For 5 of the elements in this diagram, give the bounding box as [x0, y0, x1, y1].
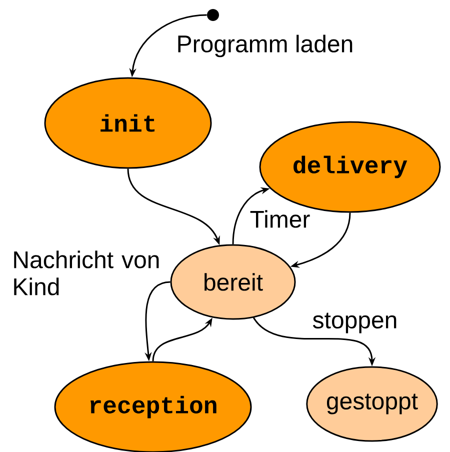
edge-label: Programm laden: [178, 34, 352, 58]
edge-label: stoppen: [312, 312, 396, 334]
edge-label: Nachricht von Kind: [14, 250, 159, 296]
edge-label: Timer: [250, 210, 310, 228]
start-dot: [207, 9, 219, 21]
